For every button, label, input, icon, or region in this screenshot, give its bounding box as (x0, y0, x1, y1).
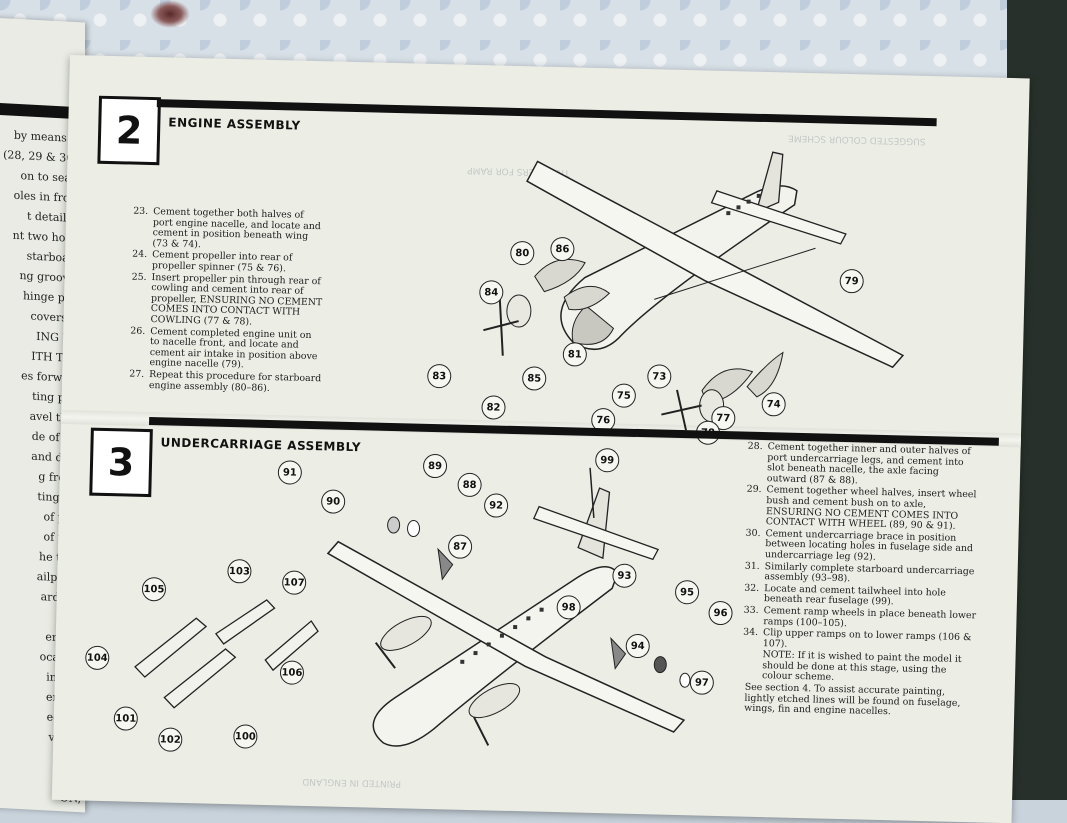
step-number: 30. (745, 527, 761, 539)
instruction-step: 30.Cement undercarriage brace in positio… (738, 527, 979, 566)
step-number: 28. (747, 440, 763, 453)
instruction-step: 28.Cement together inner and outer halve… (740, 440, 981, 490)
see-also-note: See section 4. To assist accurate painti… (744, 681, 961, 718)
step-text: Cement completed engine unit on to nacel… (149, 325, 318, 371)
step-text: Insert propeller pin through rear of cow… (150, 271, 323, 328)
instruction-step: 29.Cement together wheel halves, insert … (739, 484, 980, 533)
instruction-step: 23.Cement together both halves of port e… (125, 206, 326, 253)
part-callout: 82 (481, 395, 506, 420)
undercarriage-assembly-drawing (134, 467, 691, 747)
step-number: 29. (746, 484, 762, 496)
step-number: 24. (132, 248, 148, 261)
engine-assembly-drawing (483, 151, 905, 431)
section-title: ENGINE ASSEMBLY (168, 115, 301, 133)
engine-steps: 23.Cement together both halves of port e… (122, 206, 326, 396)
section-number-box: 2 (97, 95, 161, 166)
instruction-step: 26.Cement completed engine unit on to na… (122, 325, 323, 373)
step-number: 31. (744, 560, 760, 572)
instruction-step: 27.Repeat this procedure for starboard e… (122, 368, 322, 395)
step-number: 32. (744, 582, 760, 594)
step-number: 23. (133, 205, 149, 217)
stain-mark (150, 0, 190, 28)
step-text: Cement together wheel halves, insert whe… (765, 484, 977, 532)
step-number: 33. (743, 604, 759, 616)
step-number: 34. (743, 626, 759, 639)
step-text: Cement together inner and outer halves o… (766, 441, 971, 487)
step-number: 27. (129, 368, 145, 380)
step-text: Repeat this procedure for starboard engi… (148, 368, 322, 394)
undercarriage-steps: 28.Cement together inner and outer halve… (734, 440, 981, 721)
instruction-sheet: SUGGESTED COLOUR SCHEME TRANSFERS FOR RA… (51, 55, 1030, 823)
left-page-text-fragment: and (60, 811, 81, 812)
step-text: Cement undercarriage brace in position b… (764, 527, 974, 563)
section-engine-assembly: 2 ENGINE ASSEMBLY 23.Cement together bot… (91, 86, 999, 445)
section-undercarriage-assembly: 3 UNDERCARRIAGE ASSEMBLY 28.Cement toget… (82, 416, 999, 808)
step-number: 26. (130, 325, 146, 337)
part-callout: 96 (708, 600, 733, 626)
step-text: Cement together both halves of port engi… (152, 206, 322, 251)
instruction-step: 25.Insert propeller pin through rear of … (123, 271, 324, 330)
step-number: 25. (131, 271, 147, 283)
